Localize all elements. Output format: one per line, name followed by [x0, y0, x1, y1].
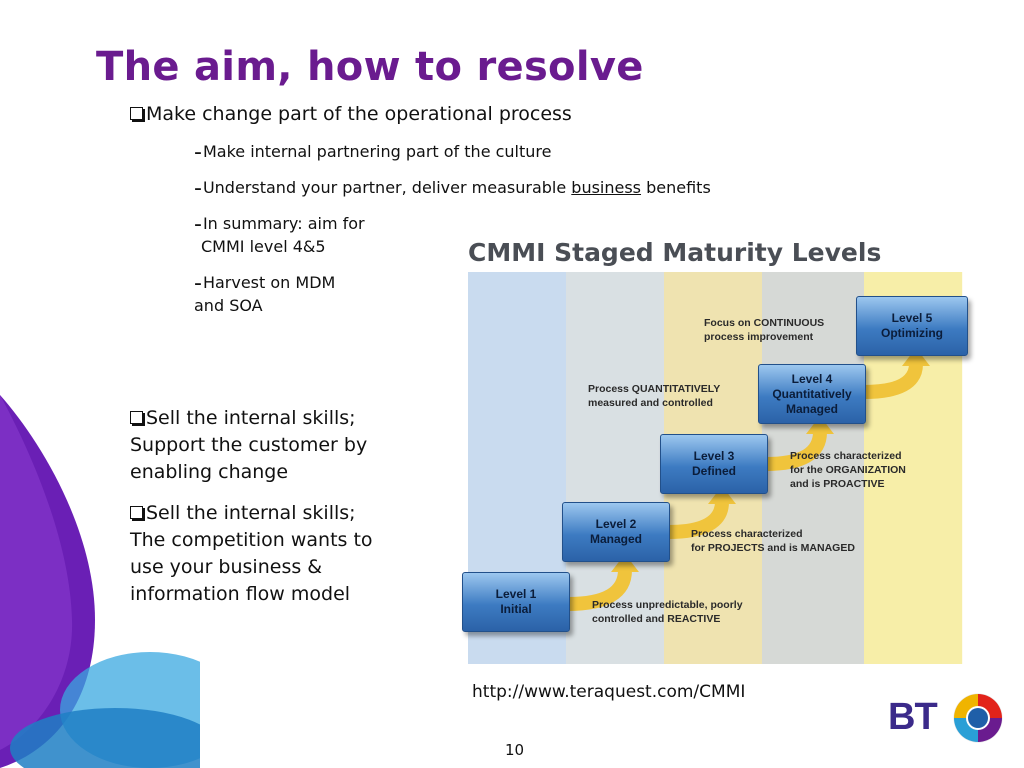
staircase-arrows — [567, 348, 930, 611]
arrow-step-4 — [863, 363, 923, 399]
sub-bullet-summary: -In summary: aim for CMMI level 4&5 — [194, 212, 365, 257]
arrow-head-1 — [611, 554, 639, 572]
bt-logo-text: BT — [888, 696, 938, 738]
arrow-step-2 — [667, 501, 729, 539]
bullet-sell-support: Sell the internal skills; Support the cu… — [130, 407, 368, 483]
page-number: 10 — [505, 741, 525, 759]
dash-icon: - — [194, 271, 202, 296]
sub-bullet-harvest: -Harvest on MDM and SOA — [194, 271, 336, 316]
source-url-link[interactable]: http://www.teraquest.com/CMMI — [472, 682, 746, 702]
arrow-head-4 — [902, 348, 930, 366]
arrow-head-3 — [806, 416, 834, 434]
checkbox-bullet-icon — [130, 107, 143, 120]
arrow-head-2 — [708, 486, 736, 504]
bullet-operational: Make change part of the operational proc… — [130, 101, 572, 127]
decorative-swoosh — [0, 395, 200, 768]
arrow-step-1 — [567, 569, 632, 611]
business-link[interactable]: business — [571, 178, 642, 197]
sub-bullet-understand: -Understand your partner, deliver measur… — [194, 176, 711, 201]
arrow-step-3 — [765, 431, 827, 471]
bullet-sell-competition: Sell the internal skills; The competitio… — [130, 502, 373, 605]
diagram-title: CMMI Staged Maturity Levels — [468, 238, 882, 267]
checkbox-bullet-icon — [130, 411, 143, 424]
bt-globe-icon — [953, 693, 1003, 743]
sub-bullet-partnering: -Make internal partnering part of the cu… — [194, 140, 552, 165]
dash-icon: - — [194, 140, 202, 165]
checkbox-bullet-icon — [130, 506, 143, 519]
dash-icon: - — [194, 212, 202, 237]
slide-title: The aim, how to resolve — [96, 44, 644, 90]
dash-icon: - — [194, 176, 202, 201]
bt-logo: BT — [888, 688, 1008, 748]
